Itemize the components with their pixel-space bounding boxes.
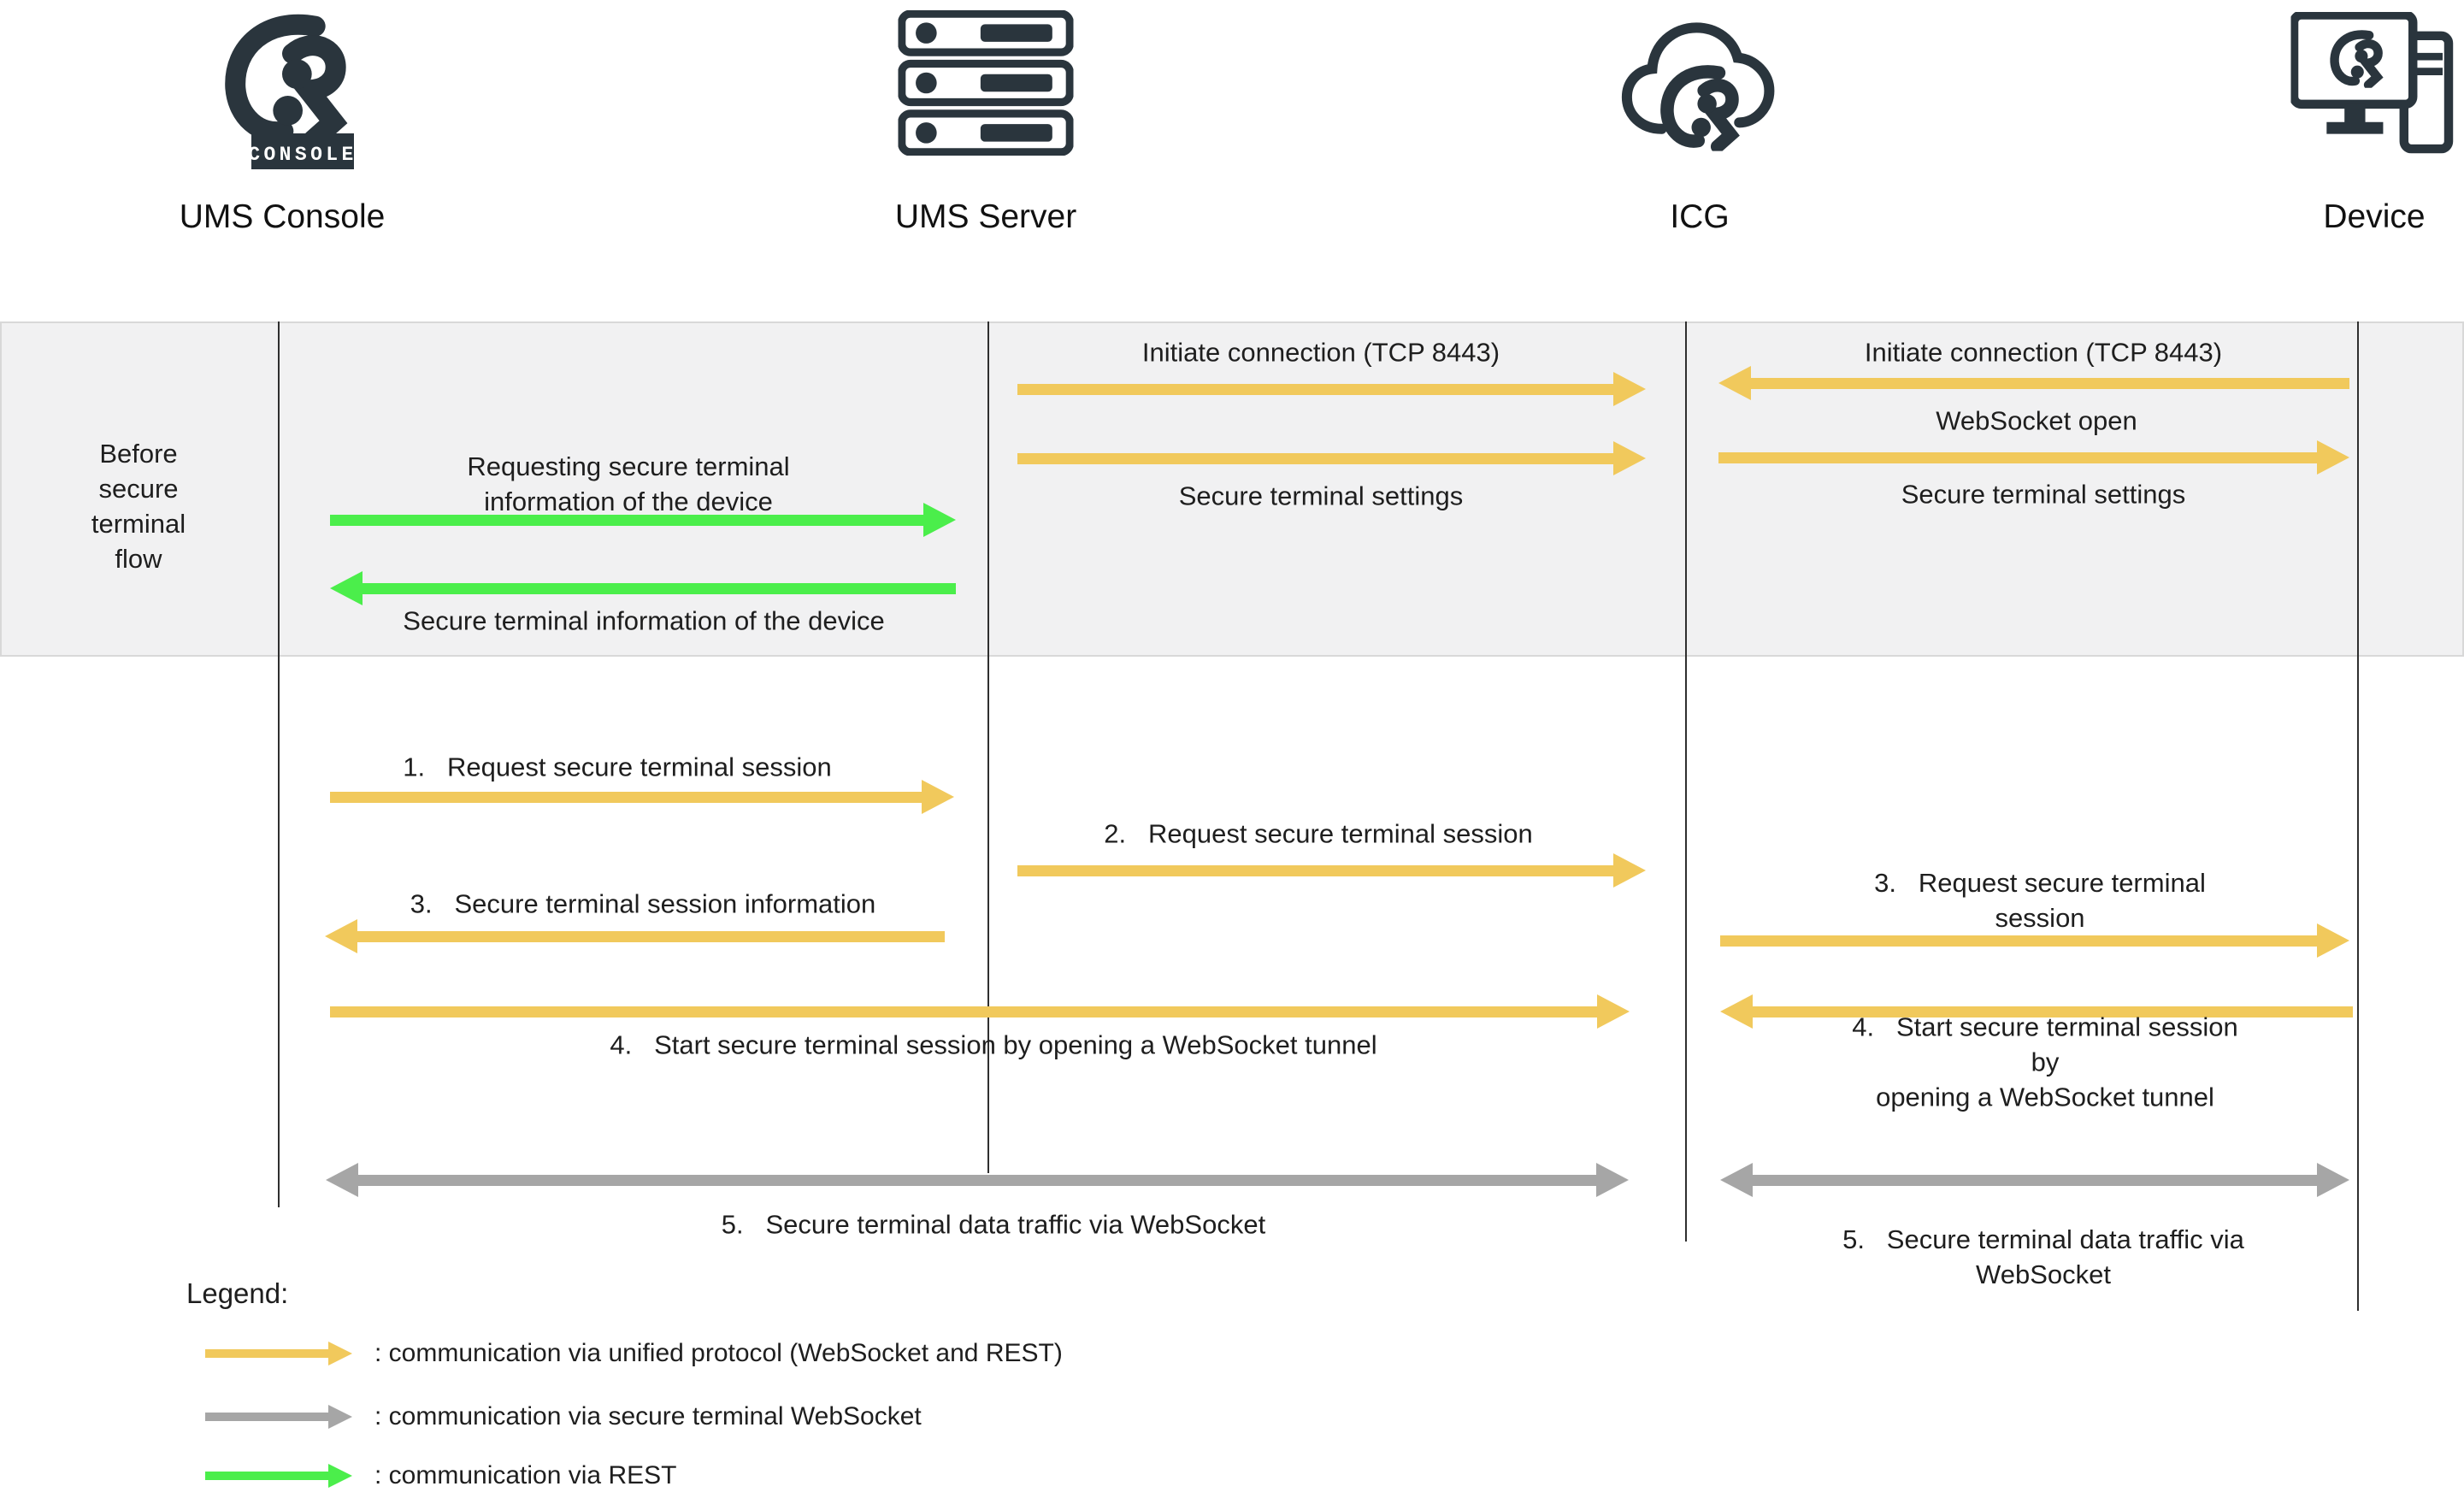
arrow-step5-console-icg-bidirectional <box>326 1163 1629 1197</box>
arrow-info-server-to-console <box>330 571 956 605</box>
legend-green-arrow-icon <box>205 1463 352 1489</box>
label-secure-settings-icg-device: Secure terminal settings <box>1901 479 2186 510</box>
lifeline-ums-server <box>987 321 989 1173</box>
arrow-initiate-connection-server-to-icg <box>1017 372 1646 406</box>
arrow-step5-icg-device-bidirectional <box>1720 1163 2349 1197</box>
before-flow-band <box>0 321 2464 657</box>
label-initiate-connection-server-icg: Initiate connection (TCP 8443) <box>1141 337 1500 368</box>
arrow-websocket-open-icg-to-device <box>1718 440 2349 475</box>
label-step4-left: 4. Start secure terminal session by open… <box>610 1029 1377 1060</box>
arrow-step2-server-to-icg <box>1017 853 1646 888</box>
server-stack-icon <box>898 9 1074 160</box>
device-workstation-icon <box>2289 10 2458 165</box>
arrow-request-info-console-to-server <box>330 503 956 537</box>
label-step3-left: 3. Secure terminal session information <box>410 888 876 919</box>
legend-item-label: : communication via secure terminal WebS… <box>374 1402 922 1430</box>
label-step2: 2. Request secure terminal session <box>1104 818 1533 849</box>
actor-label-ums-console: UMS Console <box>179 198 386 235</box>
label-step1: 1. Request secure terminal session <box>403 752 832 782</box>
lifeline-icg <box>1685 321 1687 1242</box>
console-banner-text: CONSOLE <box>248 144 357 166</box>
band-label: Before secure terminal flow <box>91 439 186 574</box>
legend-title: Legend: <box>186 1277 289 1309</box>
lifeline-device <box>2357 321 2359 1311</box>
label-secure-terminal-info-of-device: Secure terminal information of the devic… <box>403 605 885 636</box>
arrow-secure-settings-server-to-icg <box>1017 441 1646 475</box>
label-secure-settings-server-icg: Secure terminal settings <box>1178 481 1464 511</box>
label-step5-right: 5. Secure terminal data traffic via WebS… <box>1842 1224 2244 1289</box>
arrow-step4-console-to-icg <box>330 994 1630 1029</box>
arrow-initiate-connection-device-to-icg <box>1718 366 2349 400</box>
legend-item-label: : communication via unified protocol (We… <box>374 1339 1063 1367</box>
actor-label-device: Device <box>2323 198 2426 235</box>
ums-console-logo-icon: CONSOLE <box>203 7 362 182</box>
label-step4-right: 4. Start secure terminal session by open… <box>1852 1012 2238 1112</box>
label-step5-left: 5. Secure terminal data traffic via WebS… <box>721 1209 1266 1240</box>
legend-item-rest: : communication via REST <box>205 1460 676 1491</box>
icg-cloud-icon <box>1621 9 1779 163</box>
label-websocket-open: WebSocket open <box>1936 405 2137 436</box>
legend-gray-arrow-icon <box>205 1404 352 1430</box>
label-step3-right: 3. Request secure terminal session <box>1874 868 2213 933</box>
lifeline-ums-console <box>278 321 280 1207</box>
arrow-step1-console-to-server <box>330 780 954 814</box>
legend-item-unified-protocol: : communication via unified protocol (We… <box>205 1338 1063 1369</box>
legend-item-label: : communication via REST <box>374 1461 677 1489</box>
legend-item-secure-terminal-websocket: : communication via secure terminal WebS… <box>205 1401 922 1432</box>
arrow-step3-server-to-console <box>325 919 945 953</box>
arrow-step3-icg-to-device <box>1720 923 2349 958</box>
legend-yellow-arrow-icon <box>205 1341 352 1366</box>
label-requesting-secure-terminal-info: Requesting secure terminal information o… <box>467 451 790 516</box>
actor-label-ums-server: UMS Server <box>894 198 1077 235</box>
label-initiate-connection-device-icg: Initiate connection (TCP 8443) <box>1864 337 2223 368</box>
actor-label-icg: ICG <box>1670 198 1730 235</box>
arrow-step4-device-to-icg <box>1720 994 2353 1029</box>
